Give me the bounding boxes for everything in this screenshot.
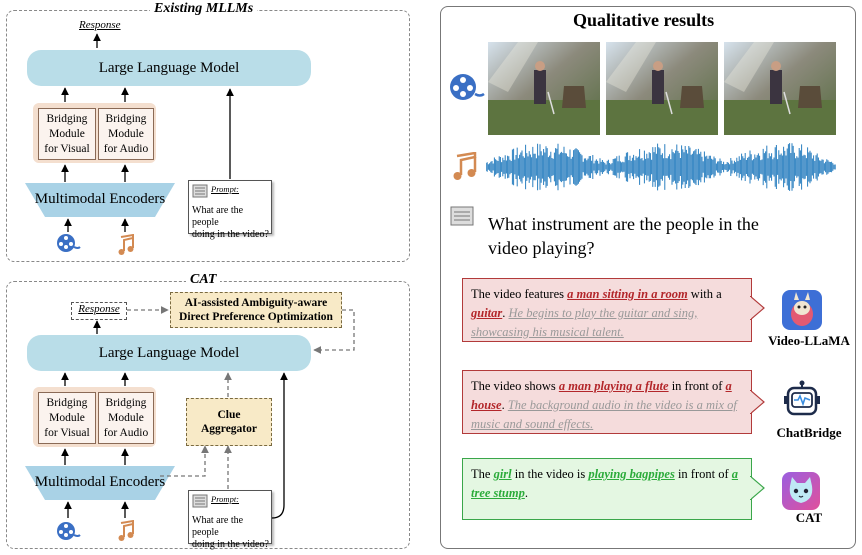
model-name-cat: CAT	[795, 510, 823, 525]
answer-text: .	[524, 486, 528, 500]
answer-text: .	[501, 398, 508, 412]
model-name-video-llama: Video-LLaMA	[768, 333, 850, 348]
callout-tail	[750, 296, 765, 320]
answer-text: in front of	[674, 467, 732, 481]
encoders-label-cat: Multimodal Encoders	[34, 474, 166, 490]
video-frame-1	[488, 42, 600, 135]
response-label-cat: Response	[71, 302, 127, 320]
response-label: Response	[79, 19, 121, 31]
highlighted-phrase: guitar	[471, 306, 503, 320]
answer-text: The video shows	[471, 379, 559, 393]
prompt-line-2-cat: doing in the video?	[192, 539, 269, 550]
answer-text: The video features	[471, 287, 568, 301]
video-llama-logo-icon	[782, 290, 822, 330]
prompt-label-cat: Prompt:	[211, 494, 240, 504]
prompt-box-cat: Prompt: What are the people doing in the…	[188, 490, 272, 550]
video-frame-2	[606, 42, 718, 135]
panel-title-existing: Existing MLLMs	[150, 1, 258, 17]
qualitative-panel	[440, 6, 856, 549]
answer-text: The	[471, 467, 494, 481]
music-note-icon	[118, 520, 134, 541]
answer-text: in the video is	[511, 467, 589, 481]
answer-text: with a	[687, 287, 722, 301]
hallucinated-text: The background audio in the video is a m…	[471, 398, 737, 431]
prompt-label: Prompt:	[211, 184, 240, 194]
cat-arrows	[61, 306, 355, 519]
video-reel-icon	[57, 522, 81, 540]
highlighted-phrase: a man sitting in a room	[567, 287, 688, 301]
music-note-icon	[118, 234, 134, 255]
prompt-box: Prompt: What are the people doing in the…	[188, 180, 272, 240]
cat-logo-icon	[782, 472, 820, 510]
answer-cat: The girl in the video is playing bagpipe…	[462, 458, 752, 520]
prompt-line-1-cat: What are the people	[192, 515, 244, 538]
chatbridge-robot-icon	[784, 380, 820, 416]
panel-title-qualitative: Qualitative results	[573, 10, 715, 30]
music-note-icon	[453, 152, 477, 180]
answer-text: .	[502, 306, 509, 320]
encoder-trapezoid-cat	[25, 466, 175, 500]
llm-block-cat: Large Language Model	[27, 335, 311, 371]
document-icon	[192, 494, 208, 508]
prompt-line-1: What are the people	[192, 205, 244, 228]
panel-title-cat: CAT	[186, 272, 221, 288]
highlighted-phrase: a tree stump	[471, 467, 739, 500]
answer-video-llama: The video features a man sitting in a ro…	[462, 278, 752, 342]
audio-waveform	[486, 143, 836, 191]
waveform-trace	[486, 143, 836, 191]
question-text: What instrument are the people in the vi…	[488, 214, 759, 258]
highlighted-phrase: a house	[471, 379, 732, 412]
answer-chatbridge: The video shows a man playing a flute in…	[462, 370, 752, 434]
prompt-line-2: doing in the video?	[192, 229, 269, 240]
top-arrows	[61, 33, 234, 232]
callout-tail	[750, 476, 765, 500]
encoders-label: Multimodal Encoders	[34, 191, 166, 207]
llm-block: Large Language Model	[27, 50, 311, 86]
encoder-trapezoid	[25, 183, 175, 217]
highlighted-phrase: playing bagpipes	[588, 467, 675, 481]
document-icon	[192, 184, 208, 198]
video-frame-3	[724, 42, 836, 135]
highlighted-phrase: a man playing a flute	[558, 379, 669, 393]
highlighted-phrase: girl	[493, 467, 512, 481]
callout-tail	[750, 390, 765, 414]
hallucinated-text: He begins to play the guitar and sing, s…	[471, 306, 698, 339]
video-reel-icon	[57, 234, 81, 252]
model-name-chatbridge: ChatBridge	[776, 425, 842, 440]
video-reel-icon	[450, 74, 485, 100]
answer-text: in front of	[668, 379, 726, 393]
document-icon	[450, 206, 474, 226]
